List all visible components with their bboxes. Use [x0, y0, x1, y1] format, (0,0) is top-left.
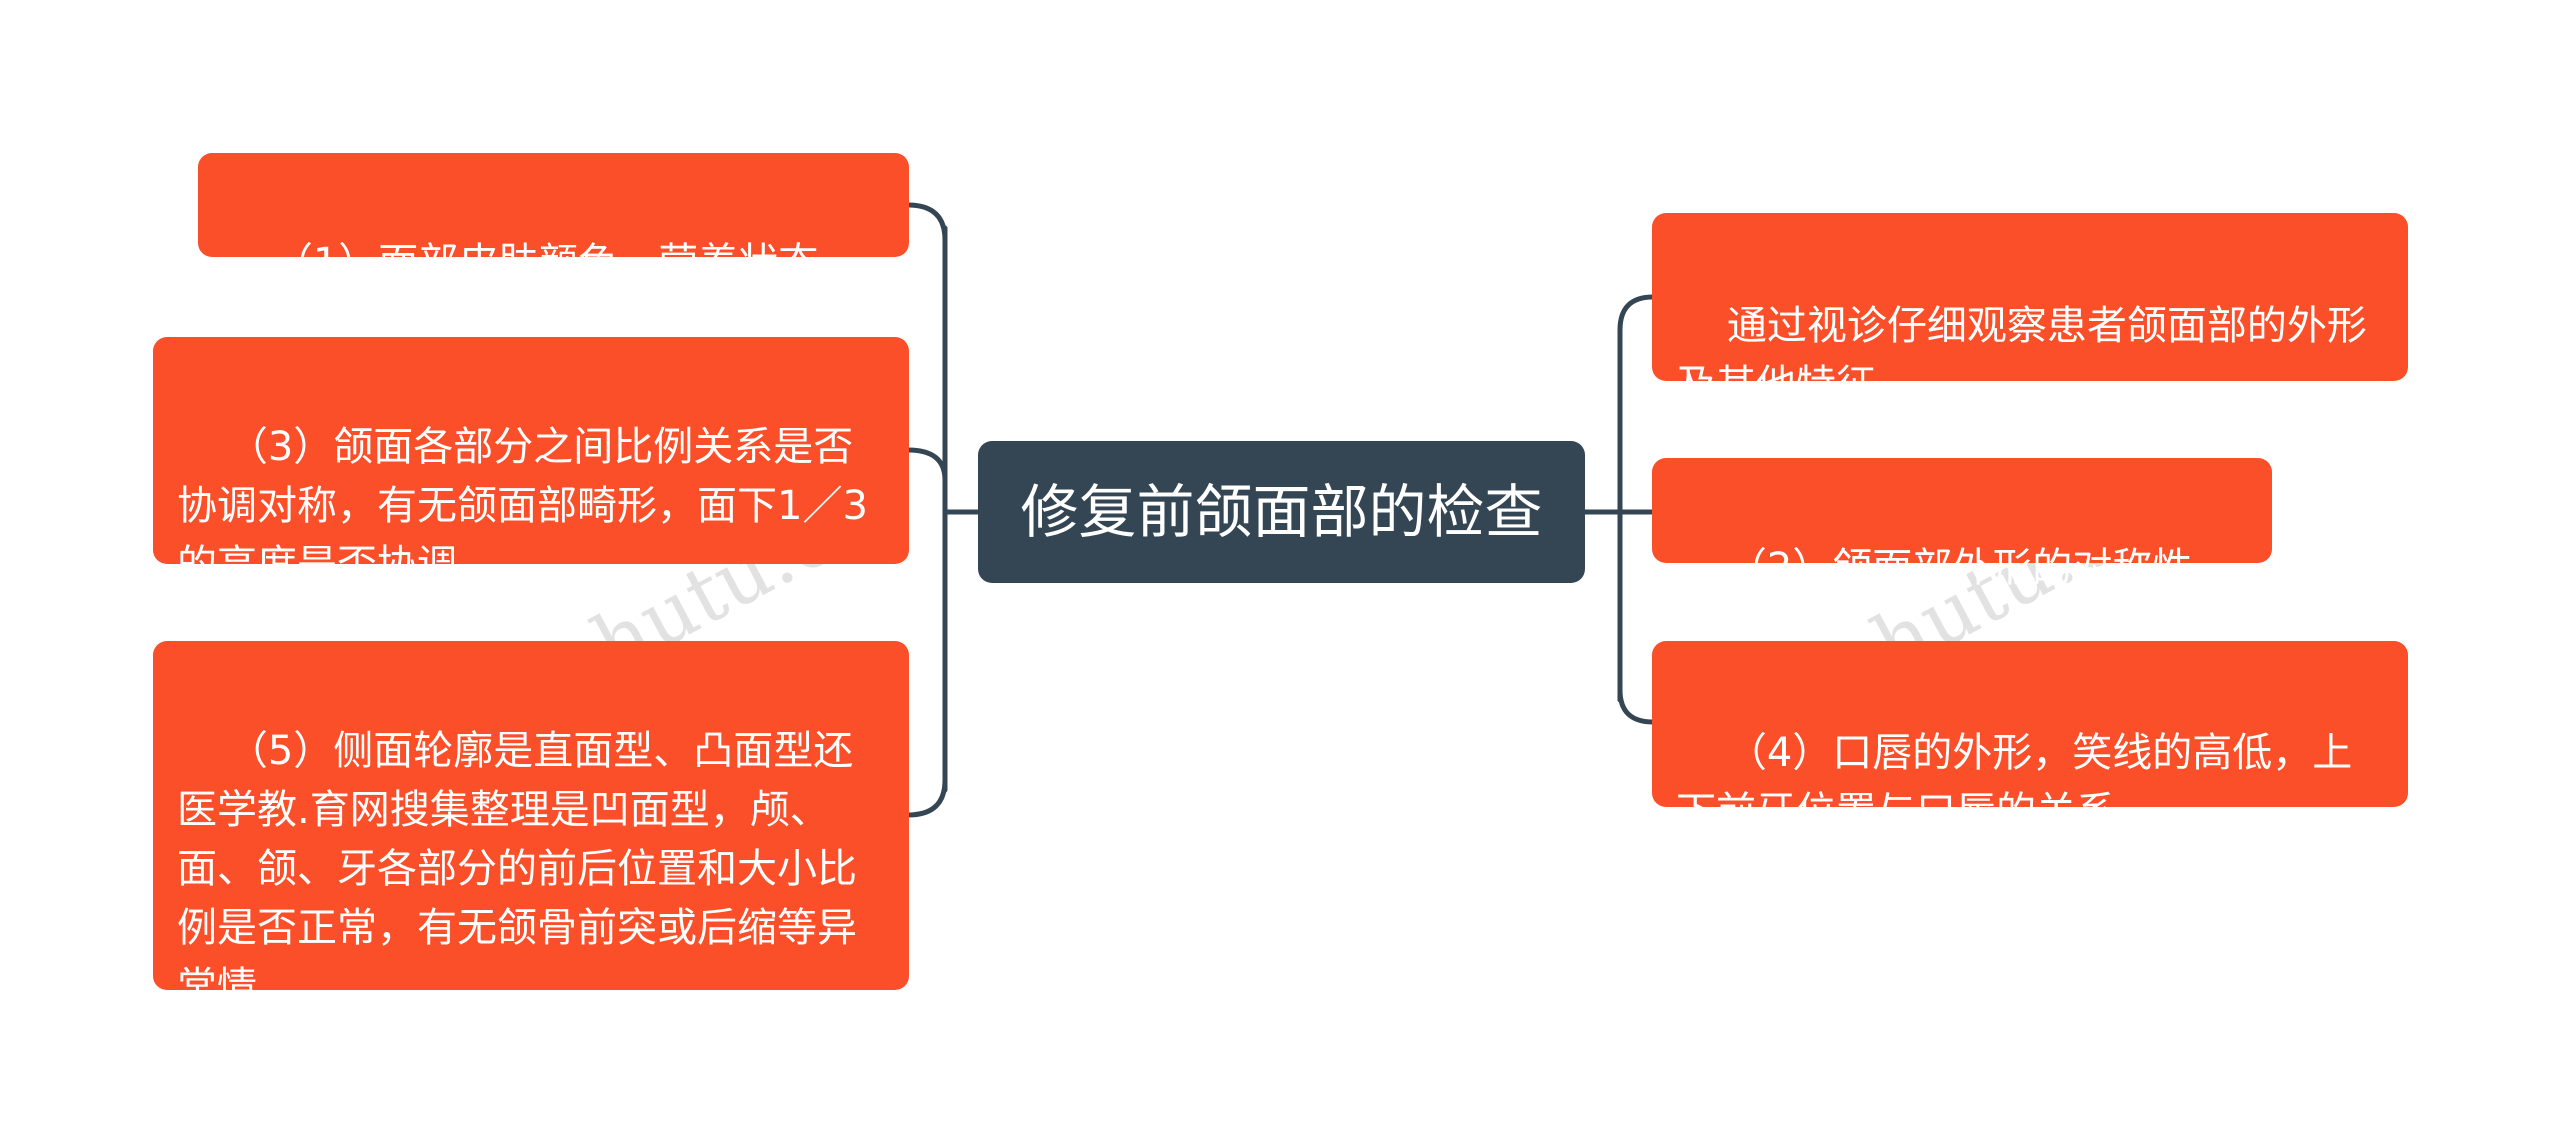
topic-node[interactable]: （3）颌面各部分之间比例关系是否协调对称，有无颌面部畸形，面下1／3的高度是否协…	[153, 337, 909, 588]
topic-label: （2）颌面部外形的对称性。	[1726, 545, 2233, 591]
topic-label: （3）颌面各部分之间比例关系是否协调对称，有无颌面部畸形，面下1／3的高度是否协…	[177, 424, 868, 588]
topic-label: 通过视诊仔细观察患者颌面部的外形及其他特征。	[1676, 303, 2367, 408]
root-topic-label: 修复前颌面部的检查	[1020, 478, 1543, 546]
topic-node[interactable]: （4）口唇的外形，笑线的高低，上下前牙位置与口唇的关系。	[1652, 641, 2408, 835]
root-topic[interactable]: 修复前颌面部的检查	[978, 441, 1585, 583]
connector-to-left-node-2	[905, 447, 948, 483]
topic-label: （1）面部皮肤颜色、营养状态。	[272, 240, 859, 286]
connector-to-right-node-3	[1617, 687, 1656, 725]
topic-node[interactable]: （2）颌面部外形的对称性。	[1652, 458, 2272, 591]
topic-label: （5）侧面轮廓是直面型、凸面型还医学教.育网搜集整理是凹面型，颅、面、颌、牙各部…	[177, 728, 857, 1010]
topic-label: （4）口唇的外形，笑线的高低，上下前牙位置与口唇的关系。	[1676, 730, 2353, 835]
topic-node[interactable]: 通过视诊仔细观察患者颌面部的外形及其他特征。	[1652, 213, 2408, 408]
connector-to-right-node-1	[1617, 294, 1656, 333]
topic-node[interactable]: （5）侧面轮廓是直面型、凸面型还医学教.育网搜集整理是凹面型，颅、面、颌、牙各部…	[153, 641, 909, 1010]
topic-node[interactable]: （1）面部皮肤颜色、营养状态。	[198, 153, 909, 286]
connector-to-left-node-1	[905, 202, 948, 243]
connector-to-left-node-3	[905, 777, 948, 818]
